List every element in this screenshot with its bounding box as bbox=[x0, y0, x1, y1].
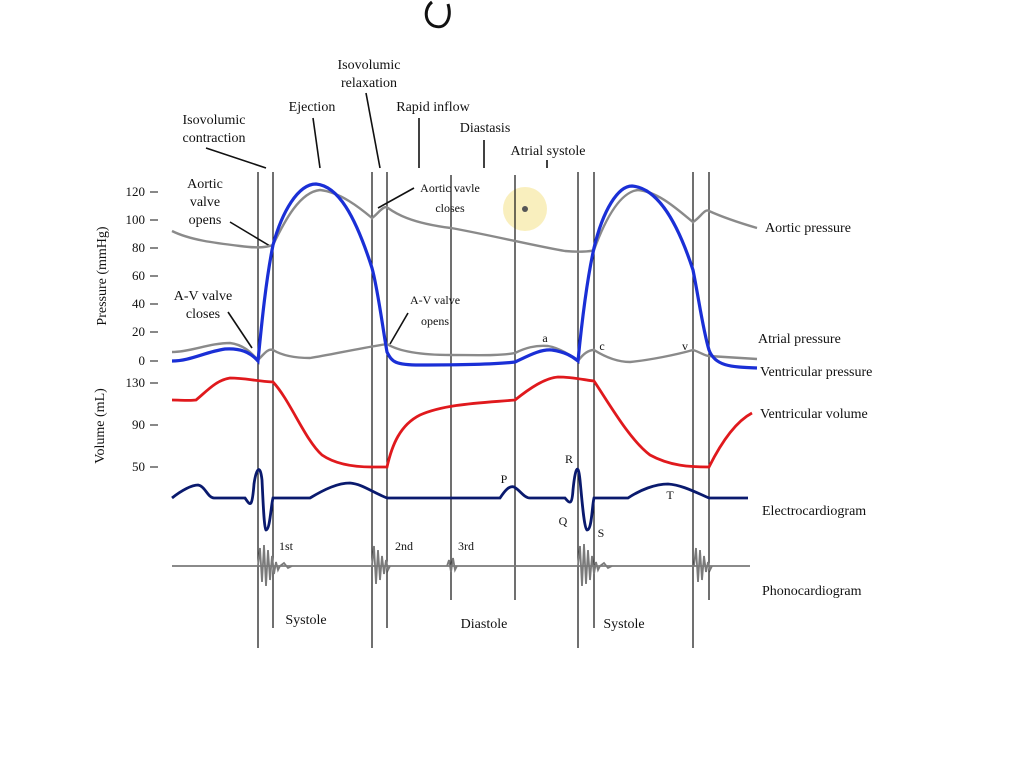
pressure-tick: 20 bbox=[132, 324, 145, 339]
isovolumic-contraction-label: Isovolumic bbox=[183, 113, 246, 128]
first-sound-label: 1st bbox=[279, 539, 294, 553]
systole-label: Systole bbox=[603, 617, 644, 632]
pressure-tick: 40 bbox=[132, 296, 145, 311]
isovolumic-contraction-leader bbox=[205, 147, 267, 169]
av-valve-closes-label: closes bbox=[186, 307, 220, 322]
aortic-pressure-trace bbox=[171, 188, 758, 253]
isovolumic-contraction-label: contraction bbox=[183, 131, 246, 146]
pen-scribble bbox=[424, 0, 451, 29]
av-valve-opens-label: A-V valve bbox=[410, 293, 460, 307]
aortic-valve-closes-label: closes bbox=[435, 201, 465, 215]
av-valve-closes-label: A-V valve bbox=[174, 289, 232, 304]
aortic-valve-closes-label: Aortic vavle bbox=[420, 181, 480, 195]
ecg-label: Electrocardiogram bbox=[762, 504, 866, 519]
ecg-r-label: R bbox=[565, 452, 573, 466]
pressure-tick: 80 bbox=[132, 240, 145, 255]
ventricular-volume-trace bbox=[171, 375, 753, 469]
ventricular-volume-label: Ventricular volume bbox=[760, 407, 868, 422]
aortic-pressure-label: Aortic pressure bbox=[765, 221, 851, 236]
trace-labels: Aortic pressure Atrial pressure Ventricu… bbox=[758, 221, 872, 599]
pressure-axis-label: Pressure (mmHg) bbox=[95, 226, 110, 325]
phase-lines bbox=[257, 172, 710, 648]
wave-c-label: c bbox=[599, 339, 604, 353]
isovolumic-relaxation-leader bbox=[365, 92, 381, 169]
pressure-tick: 100 bbox=[126, 212, 146, 227]
phase-labels: Isovolumic contraction Ejection Isovolum… bbox=[183, 58, 586, 169]
volume-tick: 50 bbox=[132, 459, 145, 474]
diastasis-label: Diastasis bbox=[460, 121, 511, 136]
rapid-inflow-label: Rapid inflow bbox=[396, 100, 470, 115]
pressure-tick: 120 bbox=[126, 184, 146, 199]
volume-tick: 90 bbox=[132, 417, 145, 432]
phonocardiogram-trace bbox=[172, 543, 750, 587]
ejection-leader bbox=[312, 117, 321, 169]
pressure-tick: 0 bbox=[139, 353, 146, 368]
ecg-p-label: P bbox=[501, 472, 508, 486]
diastole-label: Diastole bbox=[461, 617, 508, 632]
ecg-q-label: Q bbox=[559, 514, 568, 528]
atrial-systole-label: Atrial systole bbox=[510, 144, 585, 159]
ecg-trace bbox=[171, 467, 748, 532]
atrial-pressure-trace bbox=[171, 341, 758, 364]
pressure-axis: Pressure (mmHg) 120 100 80 60 40 20 0 bbox=[95, 184, 158, 368]
aortic-valve-closes-leader bbox=[377, 187, 415, 209]
systole-label: Systole bbox=[285, 613, 326, 628]
isovolumic-relaxation-label: Isovolumic bbox=[338, 58, 401, 73]
pressure-tick: 60 bbox=[132, 268, 145, 283]
aortic-valve-opens-label: valve bbox=[190, 195, 220, 210]
volume-axis-label: Volume (mL) bbox=[93, 388, 108, 464]
av-valve-closes-leader bbox=[227, 311, 253, 349]
period-labels: Systole Diastole Systole bbox=[285, 613, 644, 632]
av-valve-opens-label: opens bbox=[421, 314, 449, 328]
second-sound-label: 2nd bbox=[395, 539, 413, 553]
wave-v-label: v bbox=[682, 339, 688, 353]
atrial-pressure-label: Atrial pressure bbox=[758, 332, 841, 347]
ejection-label: Ejection bbox=[289, 100, 336, 115]
volume-tick: 130 bbox=[126, 375, 146, 390]
ventricular-pressure-label: Ventricular pressure bbox=[760, 365, 872, 380]
ecg-t-label: T bbox=[666, 488, 674, 502]
volume-axis: Volume (mL) 130 90 50 bbox=[93, 375, 158, 474]
av-valve-opens-leader bbox=[389, 312, 409, 345]
wave-a-label: a bbox=[542, 331, 548, 345]
heart-sound-labels: 1st 2nd 3rd bbox=[279, 539, 474, 553]
ventricular-pressure-trace bbox=[171, 182, 758, 370]
aortic-valve-opens-label: opens bbox=[189, 213, 222, 228]
third-sound-label: 3rd bbox=[458, 539, 474, 553]
event-labels: Aortic valve opens Aortic vavle closes A… bbox=[174, 177, 688, 353]
ecg-s-label: S bbox=[598, 526, 605, 540]
aortic-valve-opens-leader bbox=[229, 221, 271, 247]
cursor-dot bbox=[522, 206, 528, 212]
aortic-valve-opens-label: Aortic bbox=[187, 177, 223, 192]
phonocardiogram-label: Phonocardiogram bbox=[762, 584, 862, 599]
ecg-wave-labels: P R Q S T bbox=[501, 452, 675, 540]
isovolumic-relaxation-label: relaxation bbox=[341, 76, 397, 91]
